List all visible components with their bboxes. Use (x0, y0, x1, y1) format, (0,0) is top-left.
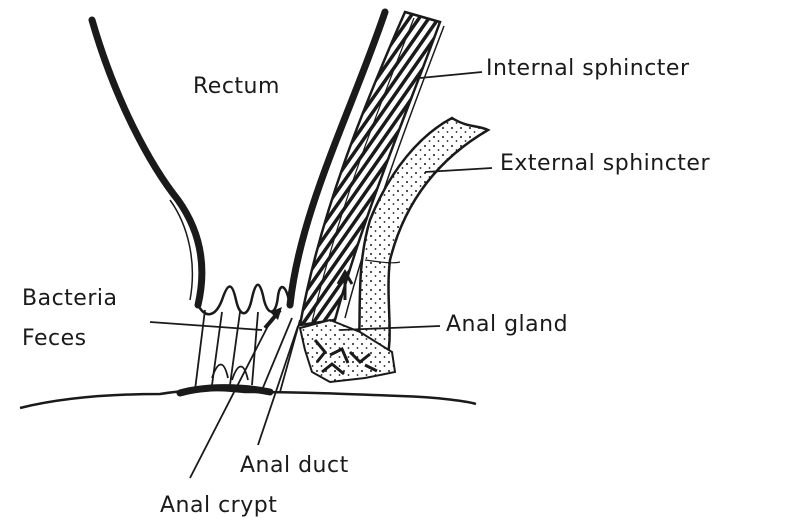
label-anal-crypt: Anal crypt (160, 495, 277, 517)
label-bacteria: Bacteria (22, 288, 117, 310)
label-external-sphincter: External sphincter (500, 153, 710, 175)
rectum-left-wall (92, 20, 202, 305)
anal-verge-thick (180, 388, 270, 393)
label-feces: Feces (22, 328, 87, 350)
skin-line (20, 390, 476, 408)
anal-canal-folds (212, 365, 248, 381)
label-anal-duct: Anal duct (240, 455, 349, 477)
label-internal-sphincter: Internal sphincter (486, 58, 690, 80)
leader-bacteria-feces (150, 322, 262, 330)
label-anal-gland: Anal gland (446, 314, 568, 336)
label-rectum: Rectum (193, 76, 280, 98)
anal-canal-lines (195, 310, 258, 390)
leader-internal-sphincter (420, 72, 482, 78)
crypt-duct-lines (262, 318, 300, 392)
